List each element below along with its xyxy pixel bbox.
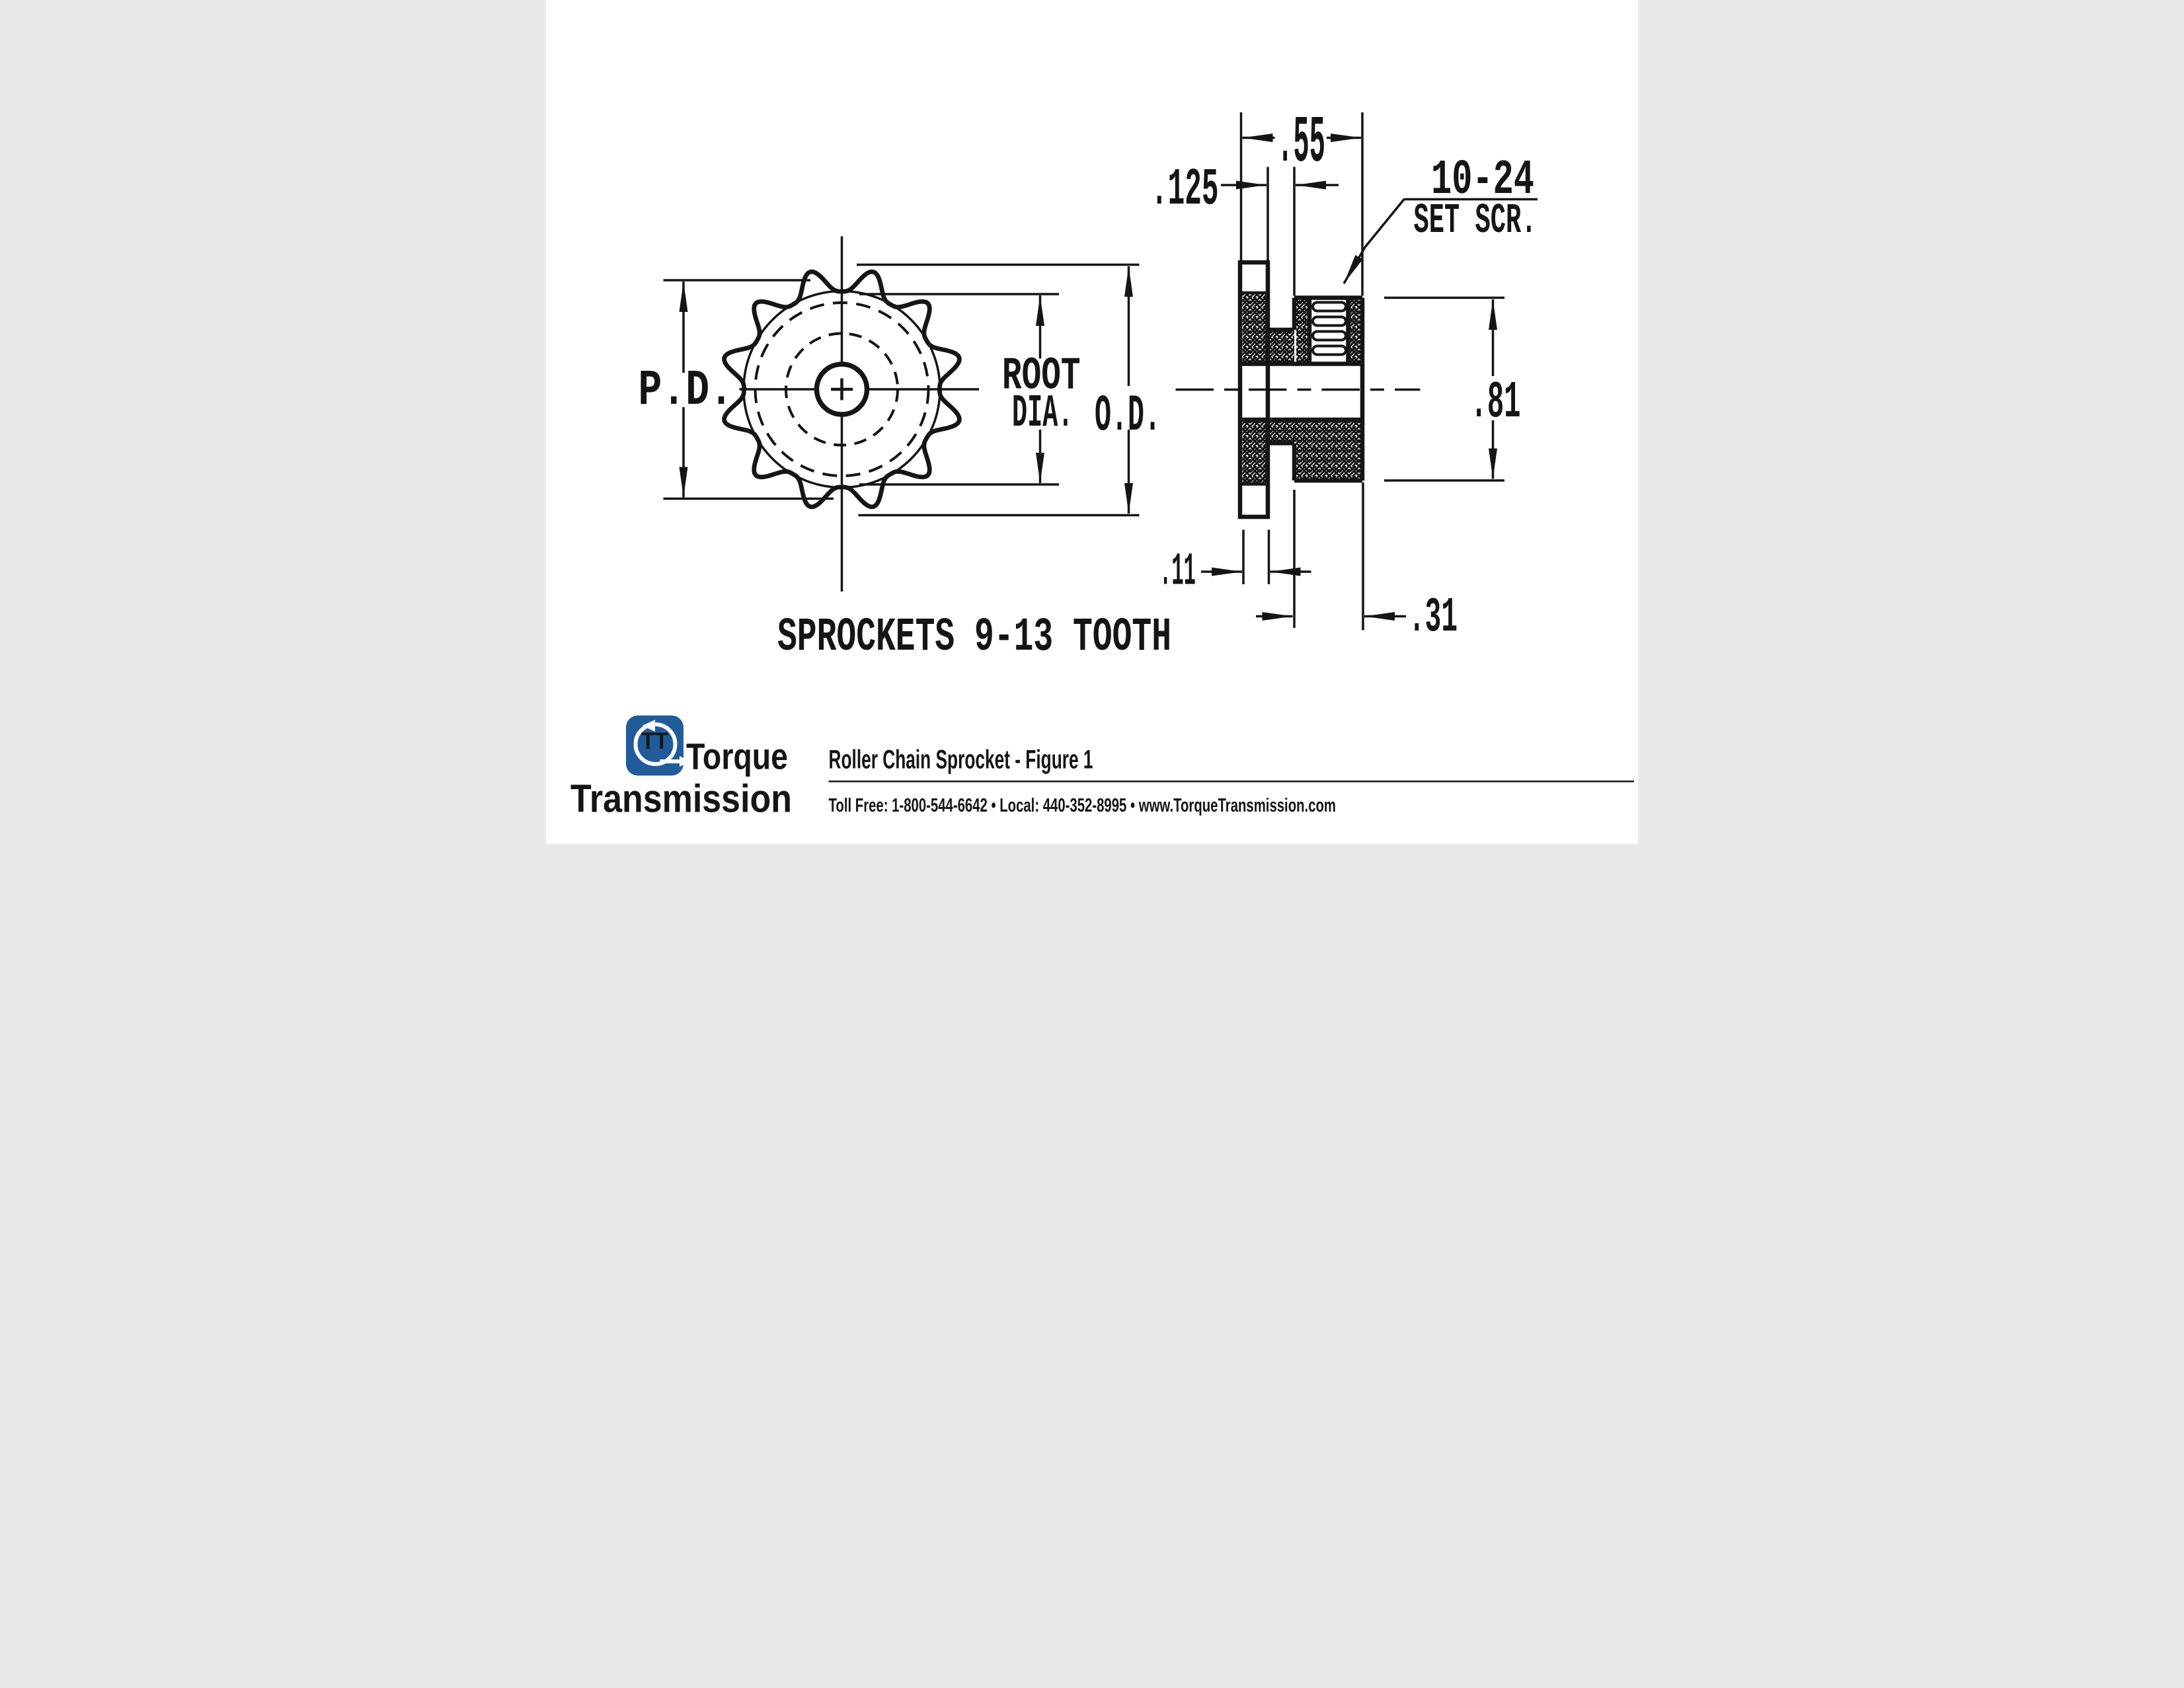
logo-monogram: TT [641,728,668,754]
sprocket-figure-drawing: P.D. ROOT DIA. O.D. .55 .125 10-24 SET S… [546,0,1638,844]
footer-rule [828,781,1634,783]
dimension-lines [682,136,1495,618]
circular-arrow-heads [642,720,691,767]
logo-wordmark-line1: Torque [686,736,788,777]
dimension-arrowheads [679,134,1497,621]
root-diameter-circle [754,301,930,477]
plate-thickness-dimension: .11 [1159,547,1196,599]
extension-lines [663,112,1504,631]
set-screw-label-line1: 10-24 [1431,153,1534,208]
sprocket-teeth-outline [722,269,962,510]
contact-info: Toll Free: 1-800-544-6642 • Local: 440-3… [829,795,1337,816]
sprocket-section-view [1175,260,1421,519]
set-screw-label-line2: SET SCR. [1414,198,1537,245]
set-screw-threads [1311,301,1347,356]
hub-outline [1241,295,1365,483]
figure-title: Roller Chain Sprocket - Figure 1 [829,746,1093,775]
figure-caption: SPROCKETS 9-13 TOOTH [777,611,1171,664]
root-diameter-label-line1: ROOT [1002,351,1081,403]
root-diameter-label-line2: DIA. [1012,388,1073,440]
hub-diameter-dimension: .81 [1471,373,1521,432]
torque-transmission-logo: TT Torque Transmission [570,715,792,821]
outside-diameter-label: O.D. [1095,387,1161,445]
document-page: P.D. ROOT DIA. O.D. .55 .125 10-24 SET S… [546,0,1638,844]
recess-dimension: .125 [1151,160,1219,219]
drawing-labels: P.D. ROOT DIA. O.D. .55 .125 10-24 SET S… [639,106,1537,664]
hub-hidden-circle [785,332,899,447]
logo-wordmark-line2: Transmission [570,777,792,821]
hub-projection-dimension: .31 [1409,590,1458,646]
footer: TT Torque Transmission Roller Chain Spro… [570,715,1634,821]
section-hatching [1242,293,1361,484]
sprocket-front-view [722,236,979,592]
pitch-diameter-label: P.D. [639,362,734,419]
overall-width-dimension: .55 [1277,106,1325,181]
